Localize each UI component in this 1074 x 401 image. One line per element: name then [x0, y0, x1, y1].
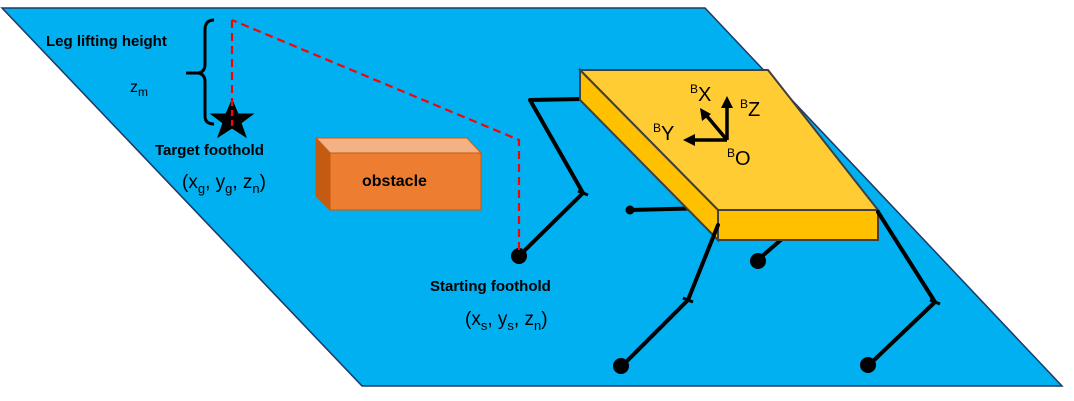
target-foothold-star-icon: [209, 98, 255, 139]
middle-leg-foot: [613, 358, 629, 374]
ground-plane: [0, 7, 1064, 387]
front-right-foot: [860, 357, 876, 373]
obstacle-box: [314, 136, 483, 212]
zm-label: zm: [130, 79, 148, 99]
back-right-foot: [750, 253, 766, 269]
swing-trajectory: [231, 18, 521, 250]
robot-body: [577, 67, 881, 243]
front-right-knee: [929, 298, 941, 306]
bo-origin-label: BO: [727, 146, 751, 170]
body-frame-axes: [692, 105, 729, 142]
bz-axis-label: BZ: [740, 97, 760, 121]
middle-leg-knee: [682, 296, 694, 304]
y-axis-arrow-icon: [683, 134, 695, 146]
starting-foothold-dot: [511, 248, 527, 264]
starting-foothold-label: Starting foothold: [430, 278, 551, 295]
z-axis-arrow-icon: [721, 96, 733, 108]
front-left-leg: [518, 97, 585, 257]
x-axis-arrow-icon: [700, 108, 711, 121]
target-foothold-label: Target foothold: [155, 142, 264, 159]
leg-lifting-height-label: Leg lifting height: [46, 33, 167, 50]
bx-axis-label: BX: [690, 82, 711, 106]
by-axis-label: BY: [653, 121, 674, 145]
target-coord-label: (xg, yg, zn): [182, 172, 266, 196]
start-coord-label: (xs, ys, zn): [465, 309, 548, 333]
front-left-knee: [577, 189, 589, 197]
obstacle-label: obstacle: [362, 173, 427, 190]
